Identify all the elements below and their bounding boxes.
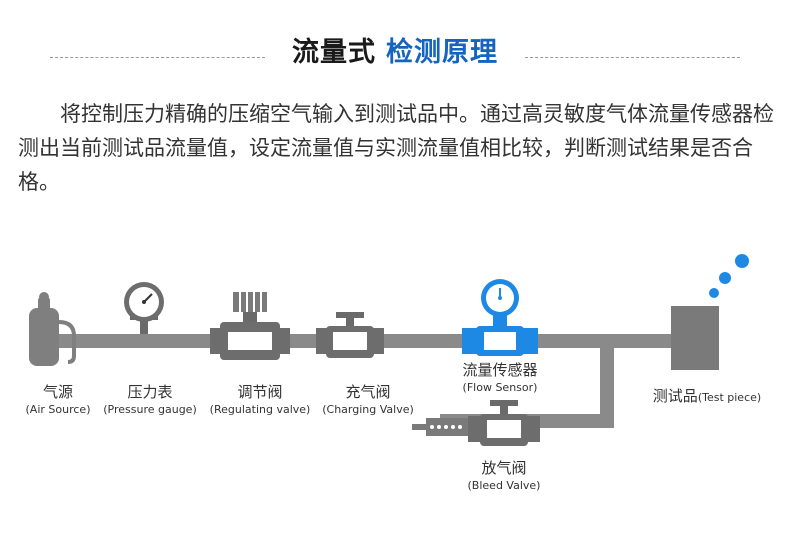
- label-test-piece: 测试品(Test piece): [640, 386, 774, 406]
- title-divider-left: [50, 57, 265, 58]
- label-charging-valve: 充气阀 (Charging Valve): [316, 382, 420, 418]
- air-bubbles-icon: [709, 254, 749, 298]
- label-bleed-valve-en: (Bleed Valve): [467, 479, 541, 492]
- charging-valve-icon: [316, 312, 384, 358]
- flow-sensor-icon: [462, 279, 538, 356]
- label-charging-valve-zh: 充气阀: [345, 383, 391, 401]
- page-title: 流量式检测原理: [0, 30, 790, 76]
- label-test-piece-zh: 测试品: [652, 387, 698, 405]
- bleed-valve-icon: [412, 400, 540, 446]
- label-regulating-valve-zh: 调节阀: [237, 383, 283, 401]
- label-regulating-valve: 调节阀 (Regulating valve): [204, 382, 316, 418]
- label-bleed-valve-zh: 放气阀: [481, 459, 527, 477]
- air-source-icon: [29, 292, 76, 366]
- label-flow-sensor: 流量传感器 (Flow Sensor): [448, 360, 552, 396]
- label-test-piece-en: (Test piece): [697, 391, 762, 404]
- label-air-source-en: (Air Source): [25, 403, 91, 416]
- label-pressure-gauge-en: (Pressure gauge): [103, 403, 197, 416]
- regulating-valve-icon: [210, 292, 290, 360]
- label-air-source: 气源 (Air Source): [18, 382, 98, 418]
- label-pressure-gauge: 压力表 (Pressure gauge): [98, 382, 202, 418]
- title-divider-right: [525, 57, 740, 58]
- label-charging-valve-en: (Charging Valve): [322, 403, 414, 416]
- title-part-2: 检测原理: [386, 37, 498, 68]
- description-paragraph: 将控制压力精确的压缩空气输入到测试品中。通过高灵敏度气体流量传感器检测出当前测试…: [18, 102, 774, 194]
- label-pressure-gauge-zh: 压力表: [127, 383, 173, 401]
- test-piece-icon: [671, 306, 719, 370]
- pressure-gauge-icon: [124, 282, 164, 334]
- title-part-1: 流量式: [292, 37, 376, 68]
- branch-pipe-vertical: [600, 334, 614, 428]
- label-flow-sensor-zh: 流量传感器: [462, 361, 538, 379]
- label-regulating-valve-en: (Regulating valve): [209, 403, 311, 416]
- label-air-source-zh: 气源: [42, 383, 73, 401]
- label-flow-sensor-en: (Flow Sensor): [462, 381, 538, 394]
- label-bleed-valve: 放气阀 (Bleed Valve): [452, 458, 556, 494]
- title-bar: 流量式检测原理: [0, 30, 790, 76]
